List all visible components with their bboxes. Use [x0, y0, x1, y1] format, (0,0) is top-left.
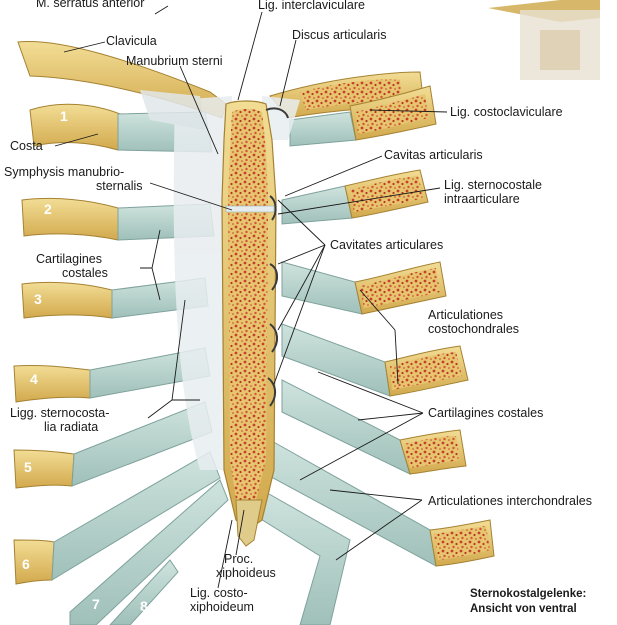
- label-manubrium-sterni: Manubrium sterni: [126, 54, 223, 68]
- rib-number-4: 4: [30, 371, 38, 387]
- label-cartilagines-left-line1: Cartilagines: [36, 252, 103, 266]
- label-ligg-radiata-line1: Ligg. sternocosta-: [10, 406, 110, 420]
- caption-line2: Ansicht von ventral: [470, 603, 577, 615]
- caption-line1: Sternokostalgelenke:: [470, 588, 587, 600]
- clavicle-right-fragment: [488, 0, 600, 80]
- rib-number-8: 8: [140, 598, 148, 614]
- rib-number-6: 6: [22, 556, 30, 572]
- label-proc-xiphoideus-line1: Proc.: [224, 552, 254, 566]
- label-lig-sternocostale-line2: intraarticulare: [444, 192, 520, 206]
- label-discus-articularis: Discus articularis: [292, 28, 387, 42]
- label-cavitates-articulares: Cavitates articulares: [330, 238, 444, 252]
- radiate-ligaments: [140, 90, 300, 470]
- rib-number-3: 3: [34, 291, 42, 307]
- label-costa: Costa: [10, 139, 43, 153]
- label-m-serratus-anterior: M. serratus anterior: [36, 0, 145, 10]
- label-lig-interclaviculare: Lig. interclaviculare: [258, 0, 365, 12]
- label-symphysis-line2: sternalis: [96, 179, 143, 193]
- label-articulationes-costochondrales-line2: costochondrales: [428, 322, 520, 336]
- rib-number-2: 2: [44, 201, 52, 217]
- label-lig-costoclaviculare: Lig. costoclaviculare: [450, 105, 563, 119]
- label-clavicula: Clavicula: [106, 34, 157, 48]
- sternum: [221, 100, 277, 547]
- label-cartilagines-costales-right: Cartilagines costales: [428, 406, 544, 420]
- rib-number-1: 1: [60, 108, 68, 124]
- label-proc-xiphoideus-line2: xiphoideus: [216, 566, 276, 580]
- label-lig-sternocostale-line1: Lig. sternocostale: [444, 178, 542, 192]
- label-cavitas-articularis: Cavitas articularis: [384, 148, 483, 162]
- ribs-right: [255, 85, 495, 625]
- label-lig-costoxiphoideum-line1: Lig. costo-: [190, 586, 248, 600]
- label-articulationes-costochondrales-line1: Articulationes: [428, 308, 504, 322]
- label-articulationes-interchondrales: Articulationes interchondrales: [428, 494, 592, 508]
- rib-number-5: 5: [24, 459, 32, 475]
- leader-lines: [54, 5, 448, 589]
- label-lig-costoxiphoideum-line2: xiphoideum: [190, 600, 254, 614]
- label-cartilagines-left-line2: costales: [62, 266, 108, 280]
- rib-number-7: 7: [92, 596, 100, 612]
- articular-cavities: [265, 107, 289, 407]
- label-ligg-radiata-line2: lia radiata: [44, 420, 99, 434]
- label-symphysis-line1: Symphysis manubrio-: [4, 165, 125, 179]
